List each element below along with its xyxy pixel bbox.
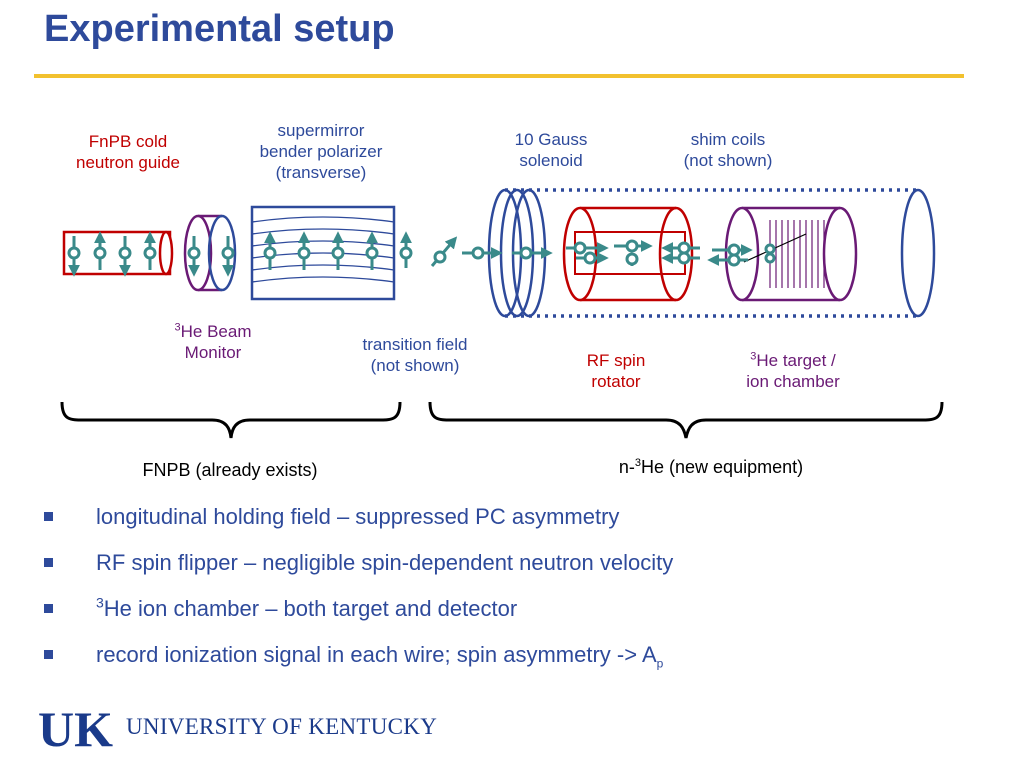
neutron-guide — [62, 230, 174, 276]
bullet-item: longitudinal holding field – suppressed … — [44, 500, 673, 546]
bullet-item: 3He ion chamber – both target and detect… — [44, 592, 673, 638]
brace-new-equipment — [428, 401, 944, 439]
bullet-marker — [44, 558, 53, 567]
slide-title: Experimental setup — [44, 8, 395, 50]
label-rf-spin-rotator: RF spin rotator — [586, 351, 646, 391]
label-new-equipment: n-3He (new equipment) — [618, 457, 804, 477]
ion-chamber — [724, 206, 858, 302]
title-underline — [34, 74, 964, 78]
spin-vectors — [67, 231, 776, 277]
bullet-item: record ionization signal in each wire; s… — [44, 638, 673, 684]
label-solenoid: 10 Gauss solenoid — [514, 130, 588, 170]
university-logo: UK — [38, 704, 113, 750]
bullet-marker — [44, 512, 53, 521]
label-shim-coils: shim coils (not shown) — [683, 130, 773, 170]
bullet-item: RF spin flipper – negligible spin-depend… — [44, 546, 673, 592]
label-fnpb-group: FNPB (already exists) — [142, 460, 318, 480]
svg-text:UK: UK — [38, 704, 113, 750]
label-transition-field: transition field (not shown) — [362, 335, 468, 375]
label-ion-chamber: 3He target / ion chamber — [746, 350, 840, 391]
bullet-marker — [44, 604, 53, 613]
label-beam-monitor: 3He Beam Monitor — [174, 321, 252, 362]
bullet-marker — [44, 650, 53, 659]
label-neutron-guide: FnPB cold neutron guide — [76, 132, 180, 172]
solenoid — [487, 188, 936, 318]
university-name: UNIVERSITY OF KENTUCKY — [126, 714, 438, 739]
bullet-list: longitudinal holding field – suppressed … — [44, 500, 673, 684]
label-bender-polarizer: supermirror bender polarizer (transverse… — [259, 121, 383, 182]
brace-fnpb — [60, 401, 402, 439]
